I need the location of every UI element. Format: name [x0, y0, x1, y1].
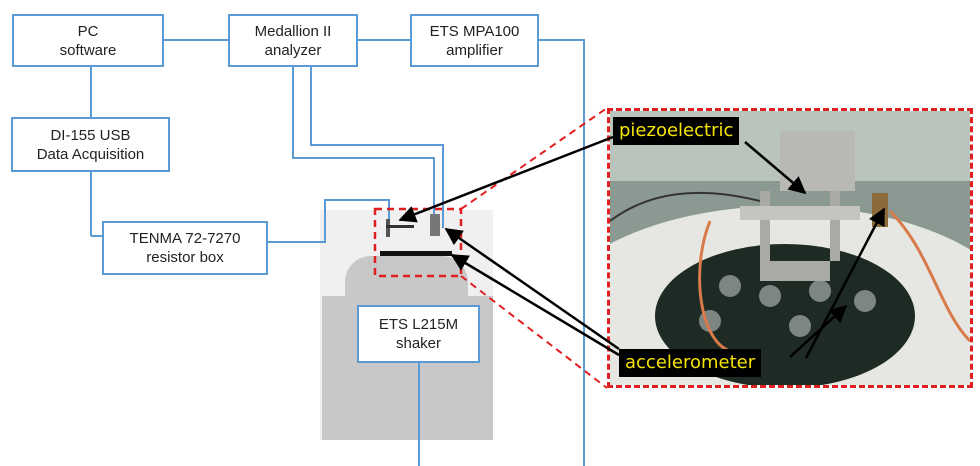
pc-software-box: PC software: [12, 14, 164, 67]
test-fixture: [386, 214, 440, 237]
shaker-line-1: ETS L215M: [378, 316, 459, 333]
daq-line-2: Data Acquisition: [36, 145, 145, 163]
tenma-line-2: resistor box: [146, 249, 224, 266]
daq-box: DI-155 USB Data Acquisition: [11, 117, 170, 172]
medallion-line-1: Medallion II: [254, 22, 332, 40]
shaker-line-2: shaker: [395, 335, 442, 352]
shaker-armature: [380, 251, 452, 256]
medallion-analyzer-box: Medallion II analyzer: [228, 14, 358, 67]
piezoelectric-label: piezoelectric: [613, 117, 740, 145]
zoom-line-bottom: [460, 275, 608, 389]
ets-shaker-box: ETS L215M shaker: [357, 305, 480, 363]
ets-amplifier-box: ETS MPA100 amplifier: [410, 14, 539, 67]
pc-line-1: PC: [77, 22, 99, 40]
arrows: [398, 135, 886, 359]
tenma-resistor-box: TENMA 72-7270 resistor box: [102, 221, 268, 275]
tenma-line-1: TENMA 72-7270: [129, 230, 241, 247]
pc-line-2: software: [59, 41, 117, 59]
amp-line-1: ETS MPA100: [429, 22, 520, 40]
fixture-highlight: [373, 207, 463, 278]
medallion-line-2: analyzer: [264, 41, 322, 59]
amp-line-2: amplifier: [446, 41, 503, 59]
accelerometer-label: accelerometer: [619, 349, 762, 377]
zoom-line-top: [460, 107, 608, 210]
daq-line-1: DI-155 USB: [50, 126, 131, 144]
